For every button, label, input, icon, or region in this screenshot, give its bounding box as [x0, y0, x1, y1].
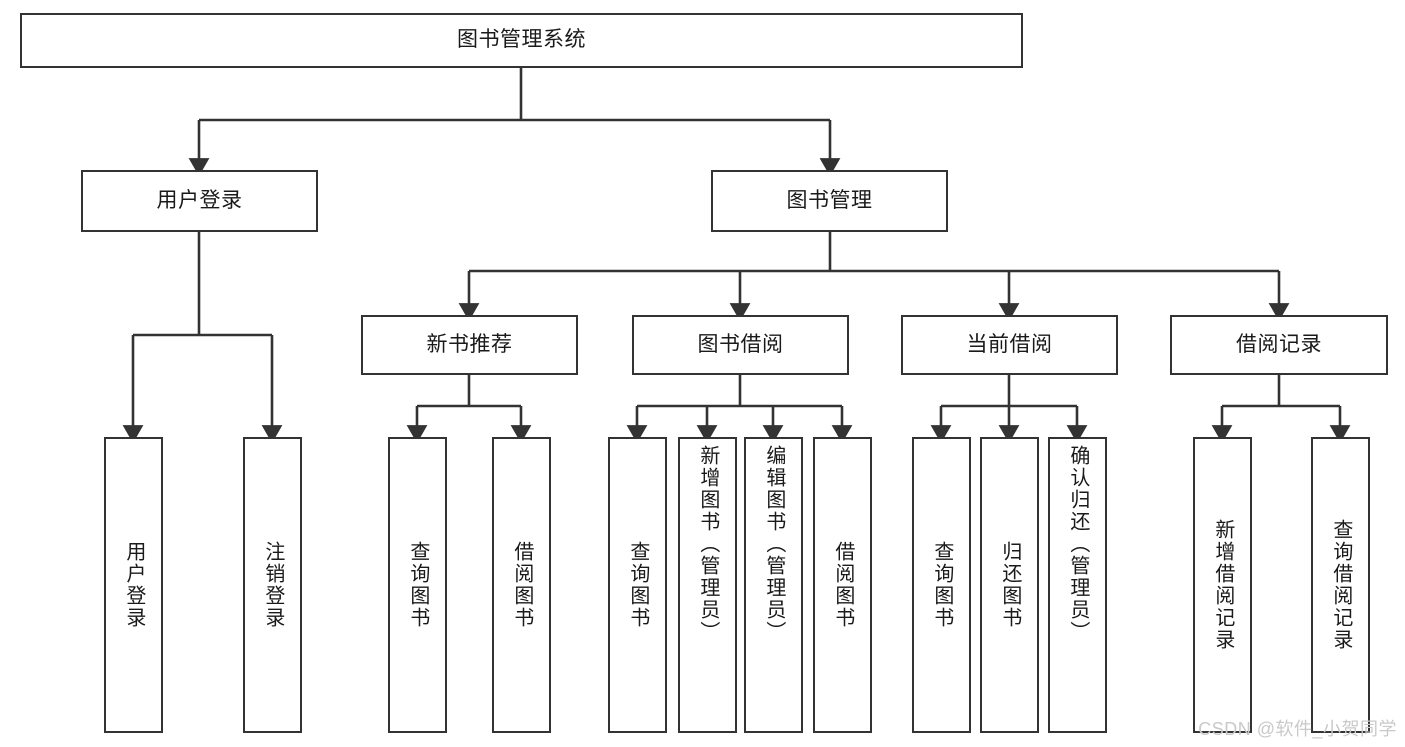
node-leaf-add-book-admin[interactable]: 新增图书（管理员） — [678, 437, 737, 733]
node-label: 图书管理 — [786, 188, 873, 212]
node-label: 新书推荐 — [426, 332, 513, 356]
node-label: 用户登录 — [156, 188, 243, 212]
node-label: 查询借阅记录 — [1329, 519, 1352, 651]
node-root-book-management-system[interactable]: 图书管理系统 — [20, 13, 1023, 68]
node-label: 借阅图书 — [510, 541, 533, 629]
node-label: 查询图书 — [626, 541, 649, 629]
node-label: 新增借阅记录 — [1211, 519, 1234, 651]
node-label: 借阅记录 — [1236, 332, 1322, 356]
node-leaf-logout[interactable]: 注销登录 — [243, 437, 302, 733]
node-leaf-add-borrow-record[interactable]: 新增借阅记录 — [1193, 437, 1252, 733]
node-label: 编辑图书（管理员） — [762, 445, 785, 643]
node-leaf-query-book-new[interactable]: 查询图书 — [388, 437, 447, 733]
node-label: 查询图书 — [930, 541, 953, 629]
node-new-book-recommend[interactable]: 新书推荐 — [361, 315, 578, 375]
node-label: 注销登录 — [261, 541, 284, 629]
node-leaf-return-book[interactable]: 归还图书 — [980, 437, 1039, 733]
node-label: 图书管理系统 — [457, 28, 586, 52]
node-label: 当前借阅 — [966, 332, 1053, 356]
node-leaf-borrow-book[interactable]: 借阅图书 — [813, 437, 872, 733]
node-label: 用户登录 — [122, 541, 145, 629]
node-leaf-query-borrow-record[interactable]: 查询借阅记录 — [1311, 437, 1370, 733]
node-user-login[interactable]: 用户登录 — [81, 170, 318, 232]
node-borrow-record[interactable]: 借阅记录 — [1170, 315, 1388, 375]
node-label: 图书借阅 — [697, 332, 784, 356]
node-label: 确认归还（管理员） — [1066, 445, 1089, 643]
node-leaf-query-book-borrow[interactable]: 查询图书 — [608, 437, 667, 733]
node-current-borrow[interactable]: 当前借阅 — [901, 315, 1118, 375]
node-book-management[interactable]: 图书管理 — [711, 170, 948, 232]
node-leaf-borrow-book-new[interactable]: 借阅图书 — [492, 437, 551, 733]
node-label: 新增图书（管理员） — [696, 445, 719, 643]
node-leaf-edit-book-admin[interactable]: 编辑图书（管理员） — [744, 437, 803, 733]
node-leaf-user-login[interactable]: 用户登录 — [104, 437, 163, 733]
node-book-borrow[interactable]: 图书借阅 — [632, 315, 849, 375]
node-leaf-confirm-return-admin[interactable]: 确认归还（管理员） — [1048, 437, 1107, 733]
node-label: 借阅图书 — [831, 541, 854, 629]
node-label: 归还图书 — [998, 541, 1021, 629]
node-label: 查询图书 — [406, 541, 429, 629]
node-leaf-query-book-current[interactable]: 查询图书 — [912, 437, 971, 733]
watermark-text: CSDN @软件_小贺同学 — [1198, 719, 1397, 739]
